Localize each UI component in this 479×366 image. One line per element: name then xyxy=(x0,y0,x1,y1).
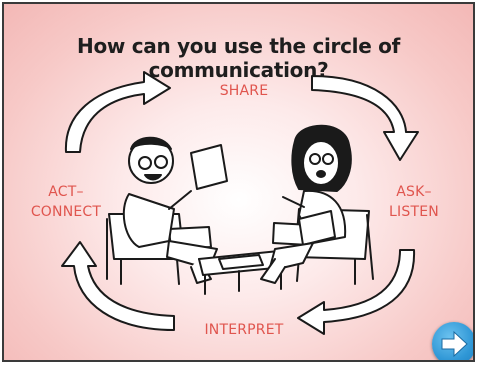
arrow-ask-to-interpret-icon xyxy=(297,249,416,335)
slide-title: How can you use the circle of communicat… xyxy=(77,34,400,82)
arrow-act-to-share-icon xyxy=(64,71,171,153)
label-act: ACT– xyxy=(48,184,84,200)
arrow-share-to-ask-icon xyxy=(311,75,419,161)
next-button[interactable] xyxy=(432,322,473,360)
conversation-illustration xyxy=(106,124,374,295)
label-share: SHARE xyxy=(219,83,269,99)
arrow-right-icon xyxy=(441,330,468,358)
label-act-connect: ACT– CONNECT xyxy=(26,182,106,222)
label-listen: LISTEN xyxy=(389,204,439,220)
label-connect: CONNECT xyxy=(30,204,102,220)
label-ask-listen: ASK– LISTEN xyxy=(384,182,444,222)
woman-figure-icon xyxy=(260,124,352,284)
cycle-arrows xyxy=(61,71,419,335)
slide: How can you use the circle of communicat… xyxy=(2,2,475,362)
label-interpret: INTERPRET xyxy=(204,322,284,338)
label-ask: ASK– xyxy=(396,184,432,200)
arrow-interpret-to-act-icon xyxy=(61,241,175,331)
